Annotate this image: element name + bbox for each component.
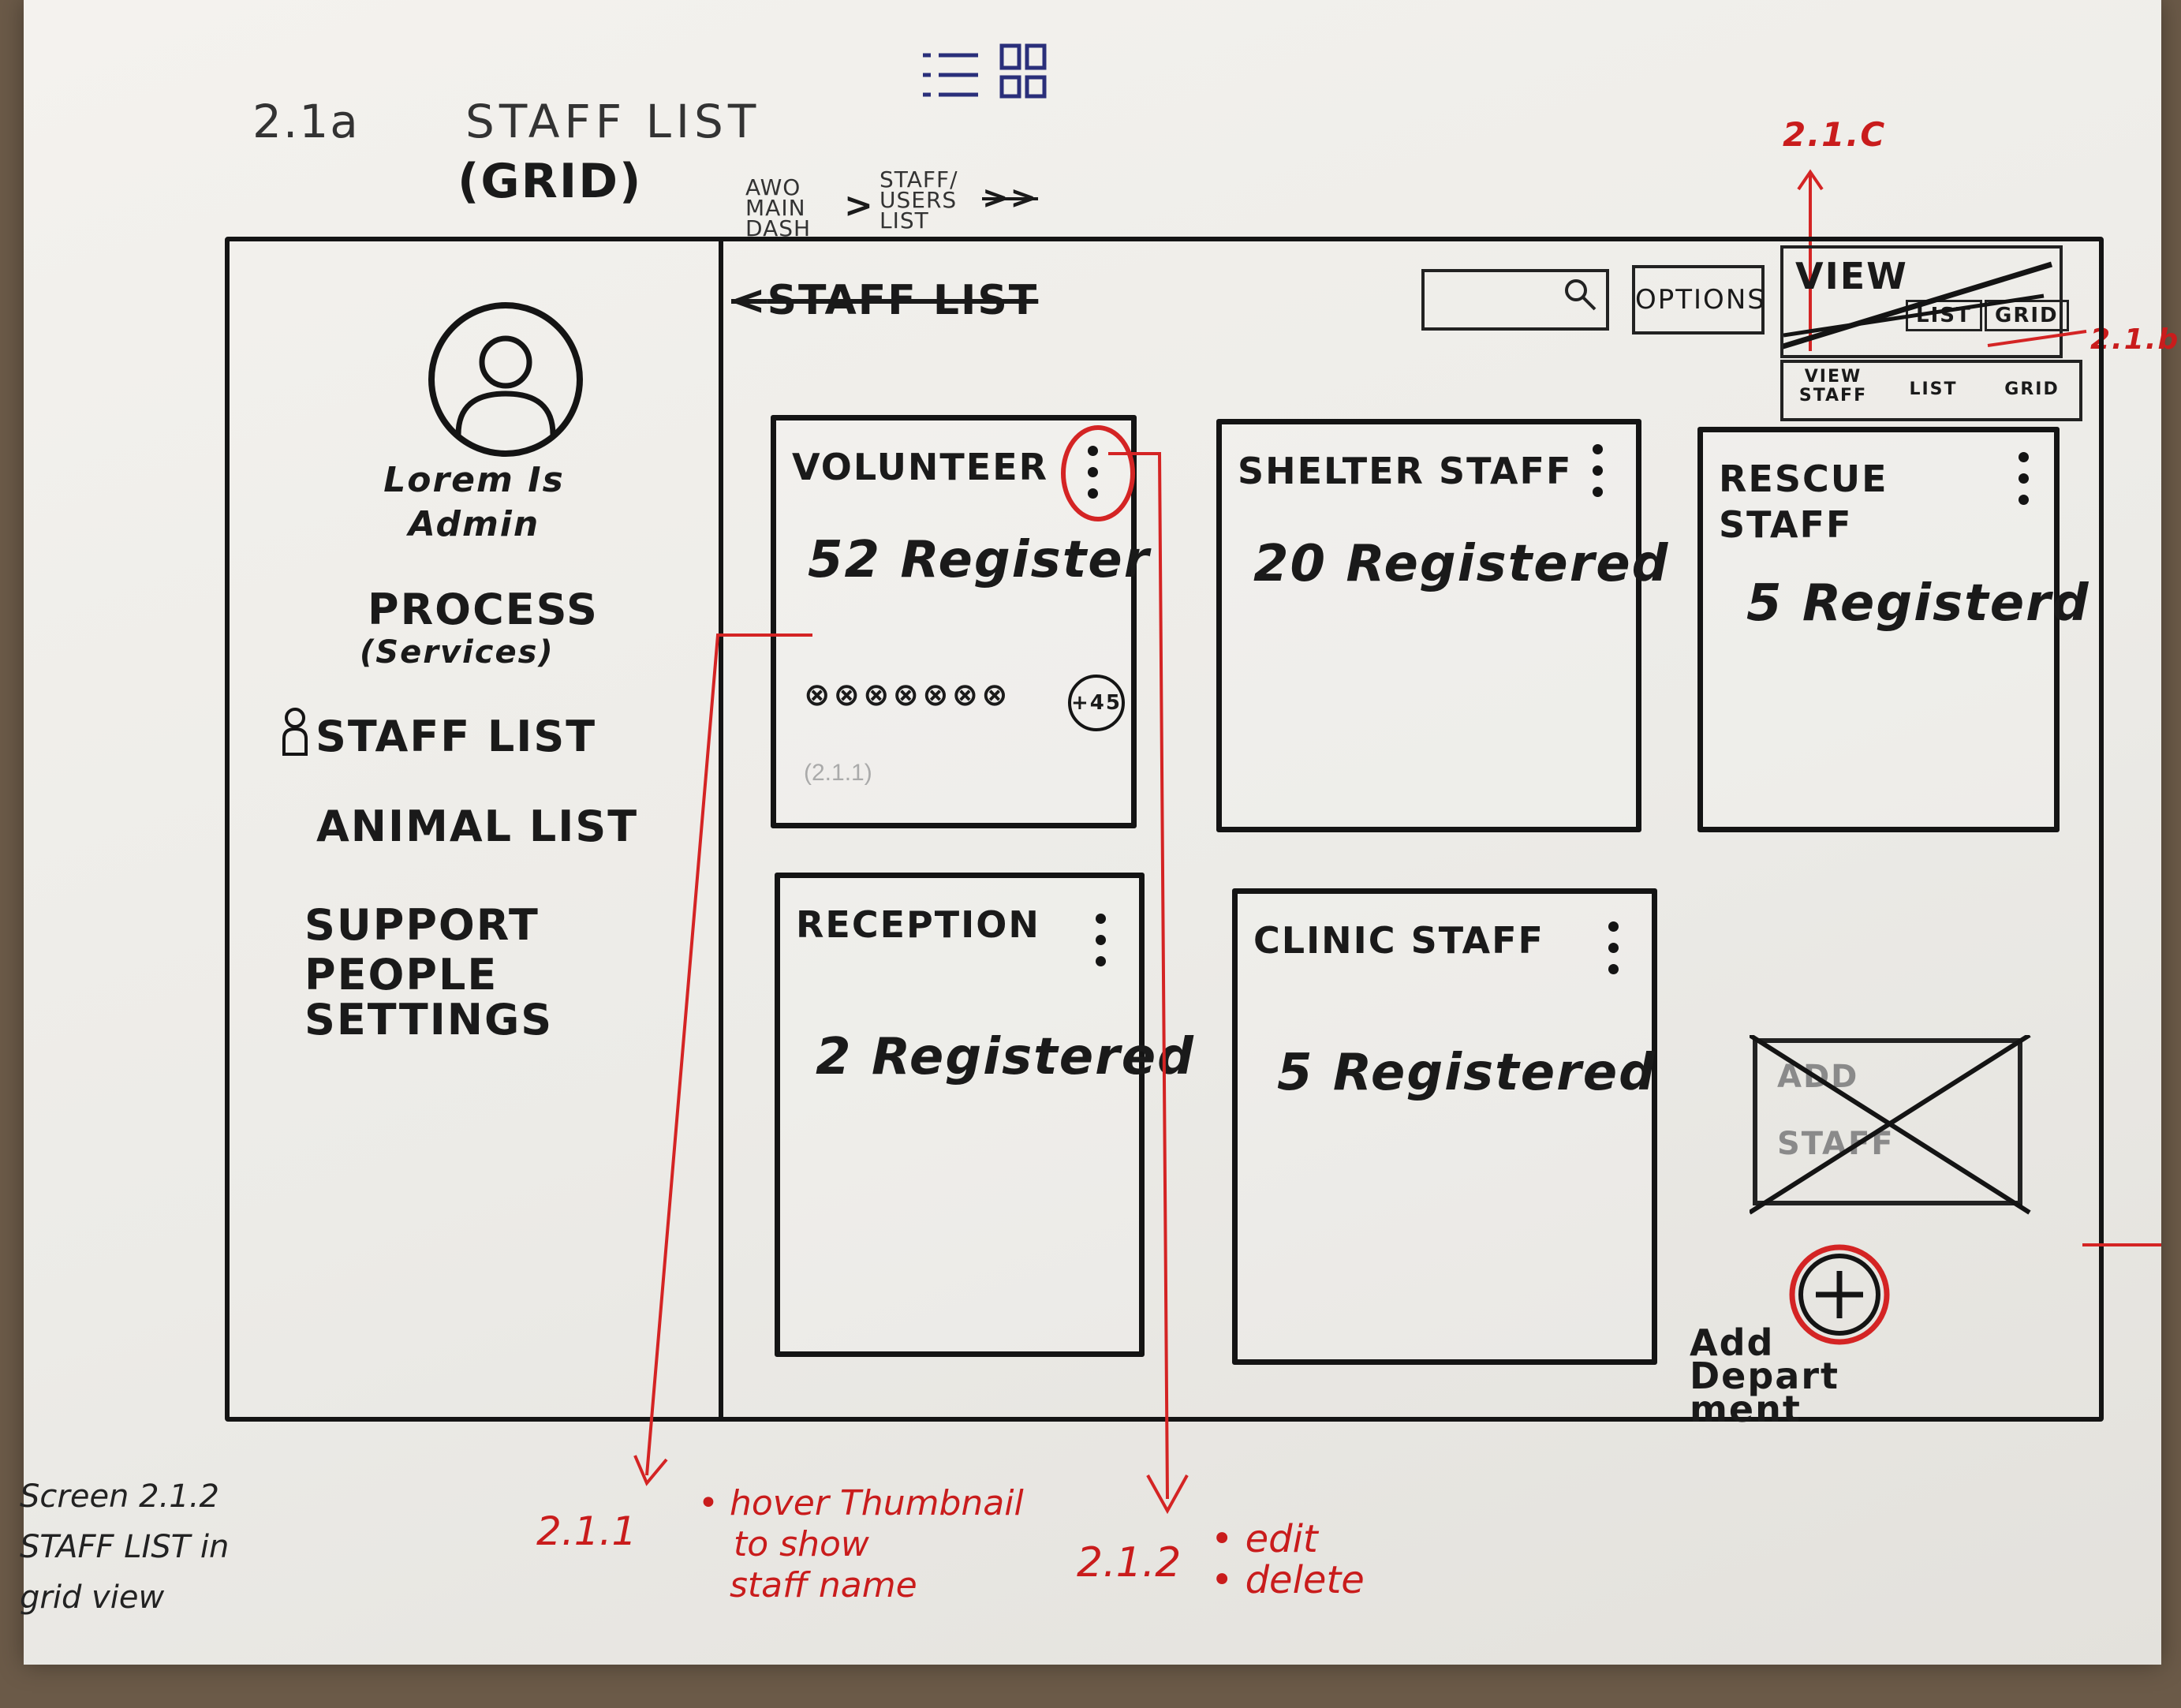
- screen-note-line: grid view: [20, 1579, 165, 1616]
- card-count: 2 Registered: [816, 1028, 1195, 1086]
- admin-name-text: Lorem Is: [383, 460, 565, 500]
- screen-note-line: STAFF LIST in: [20, 1529, 230, 1565]
- annotation-ref-2-1-2: 2.1.2: [1077, 1539, 1182, 1587]
- add-staff-placeholder-crossed: ADD STAFF: [1750, 1035, 2031, 1215]
- view-grid-button[interactable]: GRID: [1985, 300, 2069, 331]
- page-title-text: STAFF LIST: [767, 277, 1039, 324]
- annotation-ref-2-1-b: 2.1.b: [2090, 323, 2180, 356]
- annotation-line: • delete: [1211, 1558, 1365, 1602]
- admin-avatar-icon[interactable]: [427, 301, 584, 458]
- card-title: CLINIC STAFF: [1253, 919, 1544, 962]
- sidebar-item-animal-list[interactable]: ANIMAL LIST: [316, 802, 639, 851]
- staff-thumbnails[interactable]: ⊗⊗⊗⊗⊗⊗⊗: [804, 677, 1011, 713]
- view-staff-label: VIEW STAFF: [1798, 367, 1868, 406]
- annotation-note-2-1-2: • edit • delete: [1211, 1519, 1365, 1601]
- sidebar-item-support-people[interactable]: SUPPORT PEOPLE: [304, 900, 540, 1000]
- sheet-id: 2.1a: [252, 95, 360, 148]
- breadcrumb-struck-chevron-icon: >>: [982, 180, 1039, 216]
- annotation-note-2-1-1: • hover Thumbnail to show staff name: [698, 1483, 1024, 1606]
- search-input[interactable]: [1421, 269, 1609, 331]
- screen-note-line: Screen 2.1.2: [20, 1478, 219, 1515]
- sheet-subtitle: (GRID): [457, 154, 643, 209]
- card-title: RECEPTION: [796, 903, 1040, 946]
- kebab-menu-icon[interactable]: [1593, 444, 1604, 508]
- sidebar: Lorem Is Admin PROCESS (Services) STAFF …: [230, 241, 723, 1417]
- card-title: VOLUNTEER: [792, 446, 1049, 488]
- annotation-line: • edit: [1211, 1517, 1318, 1561]
- annotation-line: • hover Thumbnail: [698, 1483, 1024, 1523]
- main-content: <STAFF LIST OPTIONS VIEW LIST GRID VIE: [723, 241, 2099, 1427]
- screen-note: Screen 2.1.2 STAFF LIST in grid view: [20, 1471, 229, 1623]
- department-card-clinic-staff[interactable]: CLINIC STAFF 5 Registered: [1232, 888, 1657, 1365]
- department-card-shelter-staff[interactable]: SHELTER STAFF 20 Registered: [1216, 419, 1667, 832]
- admin-role: Admin: [408, 504, 540, 544]
- kebab-menu-icon[interactable]: [1088, 446, 1099, 510]
- annotation-highlight-circle-icon: [1061, 425, 1135, 521]
- add-department-button[interactable]: [1788, 1243, 1891, 1346]
- annotation-line: to show: [734, 1524, 869, 1564]
- sidebar-item-settings[interactable]: SETTINGS: [304, 995, 554, 1045]
- view-bar-list-button[interactable]: LIST: [1909, 379, 1958, 399]
- annotation-ref-2-1-c: 2.1.C: [1783, 115, 1887, 154]
- annotation-connectors: [633, 330, 2161, 1515]
- sidebar-item-label: STAFF LIST: [316, 712, 597, 761]
- card-count: 5 Registered: [1277, 1044, 1656, 1102]
- wireframe-window: Lorem Is Admin PROCESS (Services) STAFF …: [225, 237, 2104, 1427]
- department-card-reception[interactable]: RECEPTION 2 Registered: [775, 873, 1193, 1357]
- view-bar-grid-button[interactable]: GRID: [2004, 379, 2060, 399]
- back-arrow-icon[interactable]: <: [731, 277, 767, 324]
- view-toggle-icon: [923, 43, 1047, 99]
- search-icon[interactable]: [1560, 276, 1598, 314]
- department-card-volunteer[interactable]: VOLUNTEER 52 Register ⊗⊗⊗⊗⊗⊗⊗ +45 (2.1.1…: [771, 415, 1148, 828]
- sheet-title: STAFF LIST: [465, 95, 761, 148]
- kebab-menu-icon[interactable]: [1608, 921, 1619, 985]
- sidebar-item-label: PROCESS: [368, 585, 599, 634]
- breadcrumb-item-staff-list[interactable]: STAFF/ USERS LIST: [879, 166, 958, 234]
- sidebar-item-sublabel: (Services): [360, 634, 555, 671]
- card-title: SHELTER STAFF: [1238, 450, 1573, 492]
- sidebar-item-process[interactable]: PROCESS (Services): [360, 585, 599, 671]
- card-count: 5 Registerd: [1746, 574, 2090, 633]
- kebab-menu-icon[interactable]: [2019, 452, 2030, 516]
- sketch-paper: 2.1a STAFF LIST (GRID) AWO MAIN DASH > S…: [20, 0, 2178, 1665]
- kebab-menu-icon[interactable]: [1096, 914, 1107, 977]
- breadcrumb-item-main-dash[interactable]: AWO MAIN DASH: [745, 174, 812, 241]
- more-staff-badge[interactable]: +45: [1068, 675, 1125, 731]
- admin-name: Lorem Is Admin: [372, 458, 577, 547]
- page-title: <STAFF LIST: [731, 277, 1038, 324]
- card-count: 52 Register: [808, 531, 1151, 589]
- annotation-arrow-up-icon: [1797, 169, 1824, 351]
- view-bar: VIEW STAFF LIST GRID: [1780, 360, 2082, 421]
- card-ghost-note: (2.1.1): [804, 760, 872, 786]
- annotation-ref-2-1-1: 2.1.1: [536, 1508, 637, 1554]
- strike-out-icon: [1783, 261, 2053, 349]
- cross-out-icon: [1750, 1035, 2031, 1215]
- annotation-line: staff name: [730, 1565, 917, 1605]
- user-icon: [282, 708, 308, 756]
- breadcrumb-chevron-icon: >: [844, 185, 875, 226]
- view-toggle-crossed: VIEW LIST GRID: [1780, 245, 2069, 358]
- add-department-label: Add Depart ment: [1690, 1321, 1840, 1430]
- department-card-rescue-staff[interactable]: RESCUE STAFF 5 Registerd: [1697, 427, 2089, 832]
- view-label: VIEW: [1795, 255, 1908, 297]
- card-title: RESCUE STAFF: [1719, 458, 1888, 546]
- sidebar-item-staff-list[interactable]: STAFF LIST: [281, 707, 596, 761]
- options-button[interactable]: OPTIONS: [1632, 265, 1765, 334]
- card-count: 20 Registered: [1253, 535, 1670, 593]
